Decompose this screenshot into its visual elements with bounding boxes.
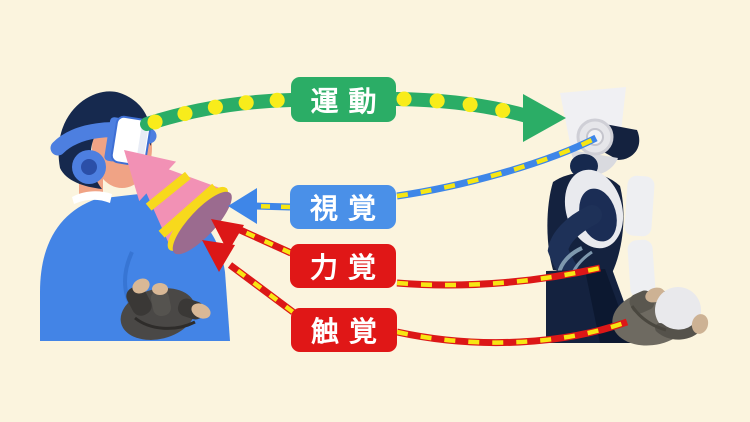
motion-label: 運動	[291, 77, 396, 122]
motion-arrow	[140, 91, 566, 142]
force-label: 力覚	[290, 244, 396, 288]
held-ball	[655, 287, 701, 333]
motion-dots	[396, 91, 522, 121]
cone-tip-arrowhead	[124, 150, 177, 202]
force-arrowhead	[211, 219, 244, 252]
touch-arrowhead	[202, 240, 235, 272]
motion-dots	[147, 92, 293, 130]
vr-headset-visor	[104, 115, 152, 167]
robot-figure	[546, 87, 709, 346]
haptic-glove	[120, 278, 211, 340]
cone-stripe	[145, 171, 191, 211]
force-arrow	[211, 219, 601, 289]
vision-arrow	[228, 134, 598, 224]
vision-arrowhead	[228, 188, 257, 224]
collar	[72, 191, 112, 204]
cone-opening	[172, 191, 232, 255]
side-panel	[624, 175, 655, 237]
touch-arrow	[202, 240, 629, 347]
motion-arrowhead	[523, 94, 566, 142]
side-panel	[627, 239, 656, 299]
touch-label: 触覚	[291, 308, 397, 352]
sensory-cone	[124, 150, 232, 255]
robot-hand	[612, 287, 709, 346]
vision-label: 視覚	[290, 185, 396, 229]
